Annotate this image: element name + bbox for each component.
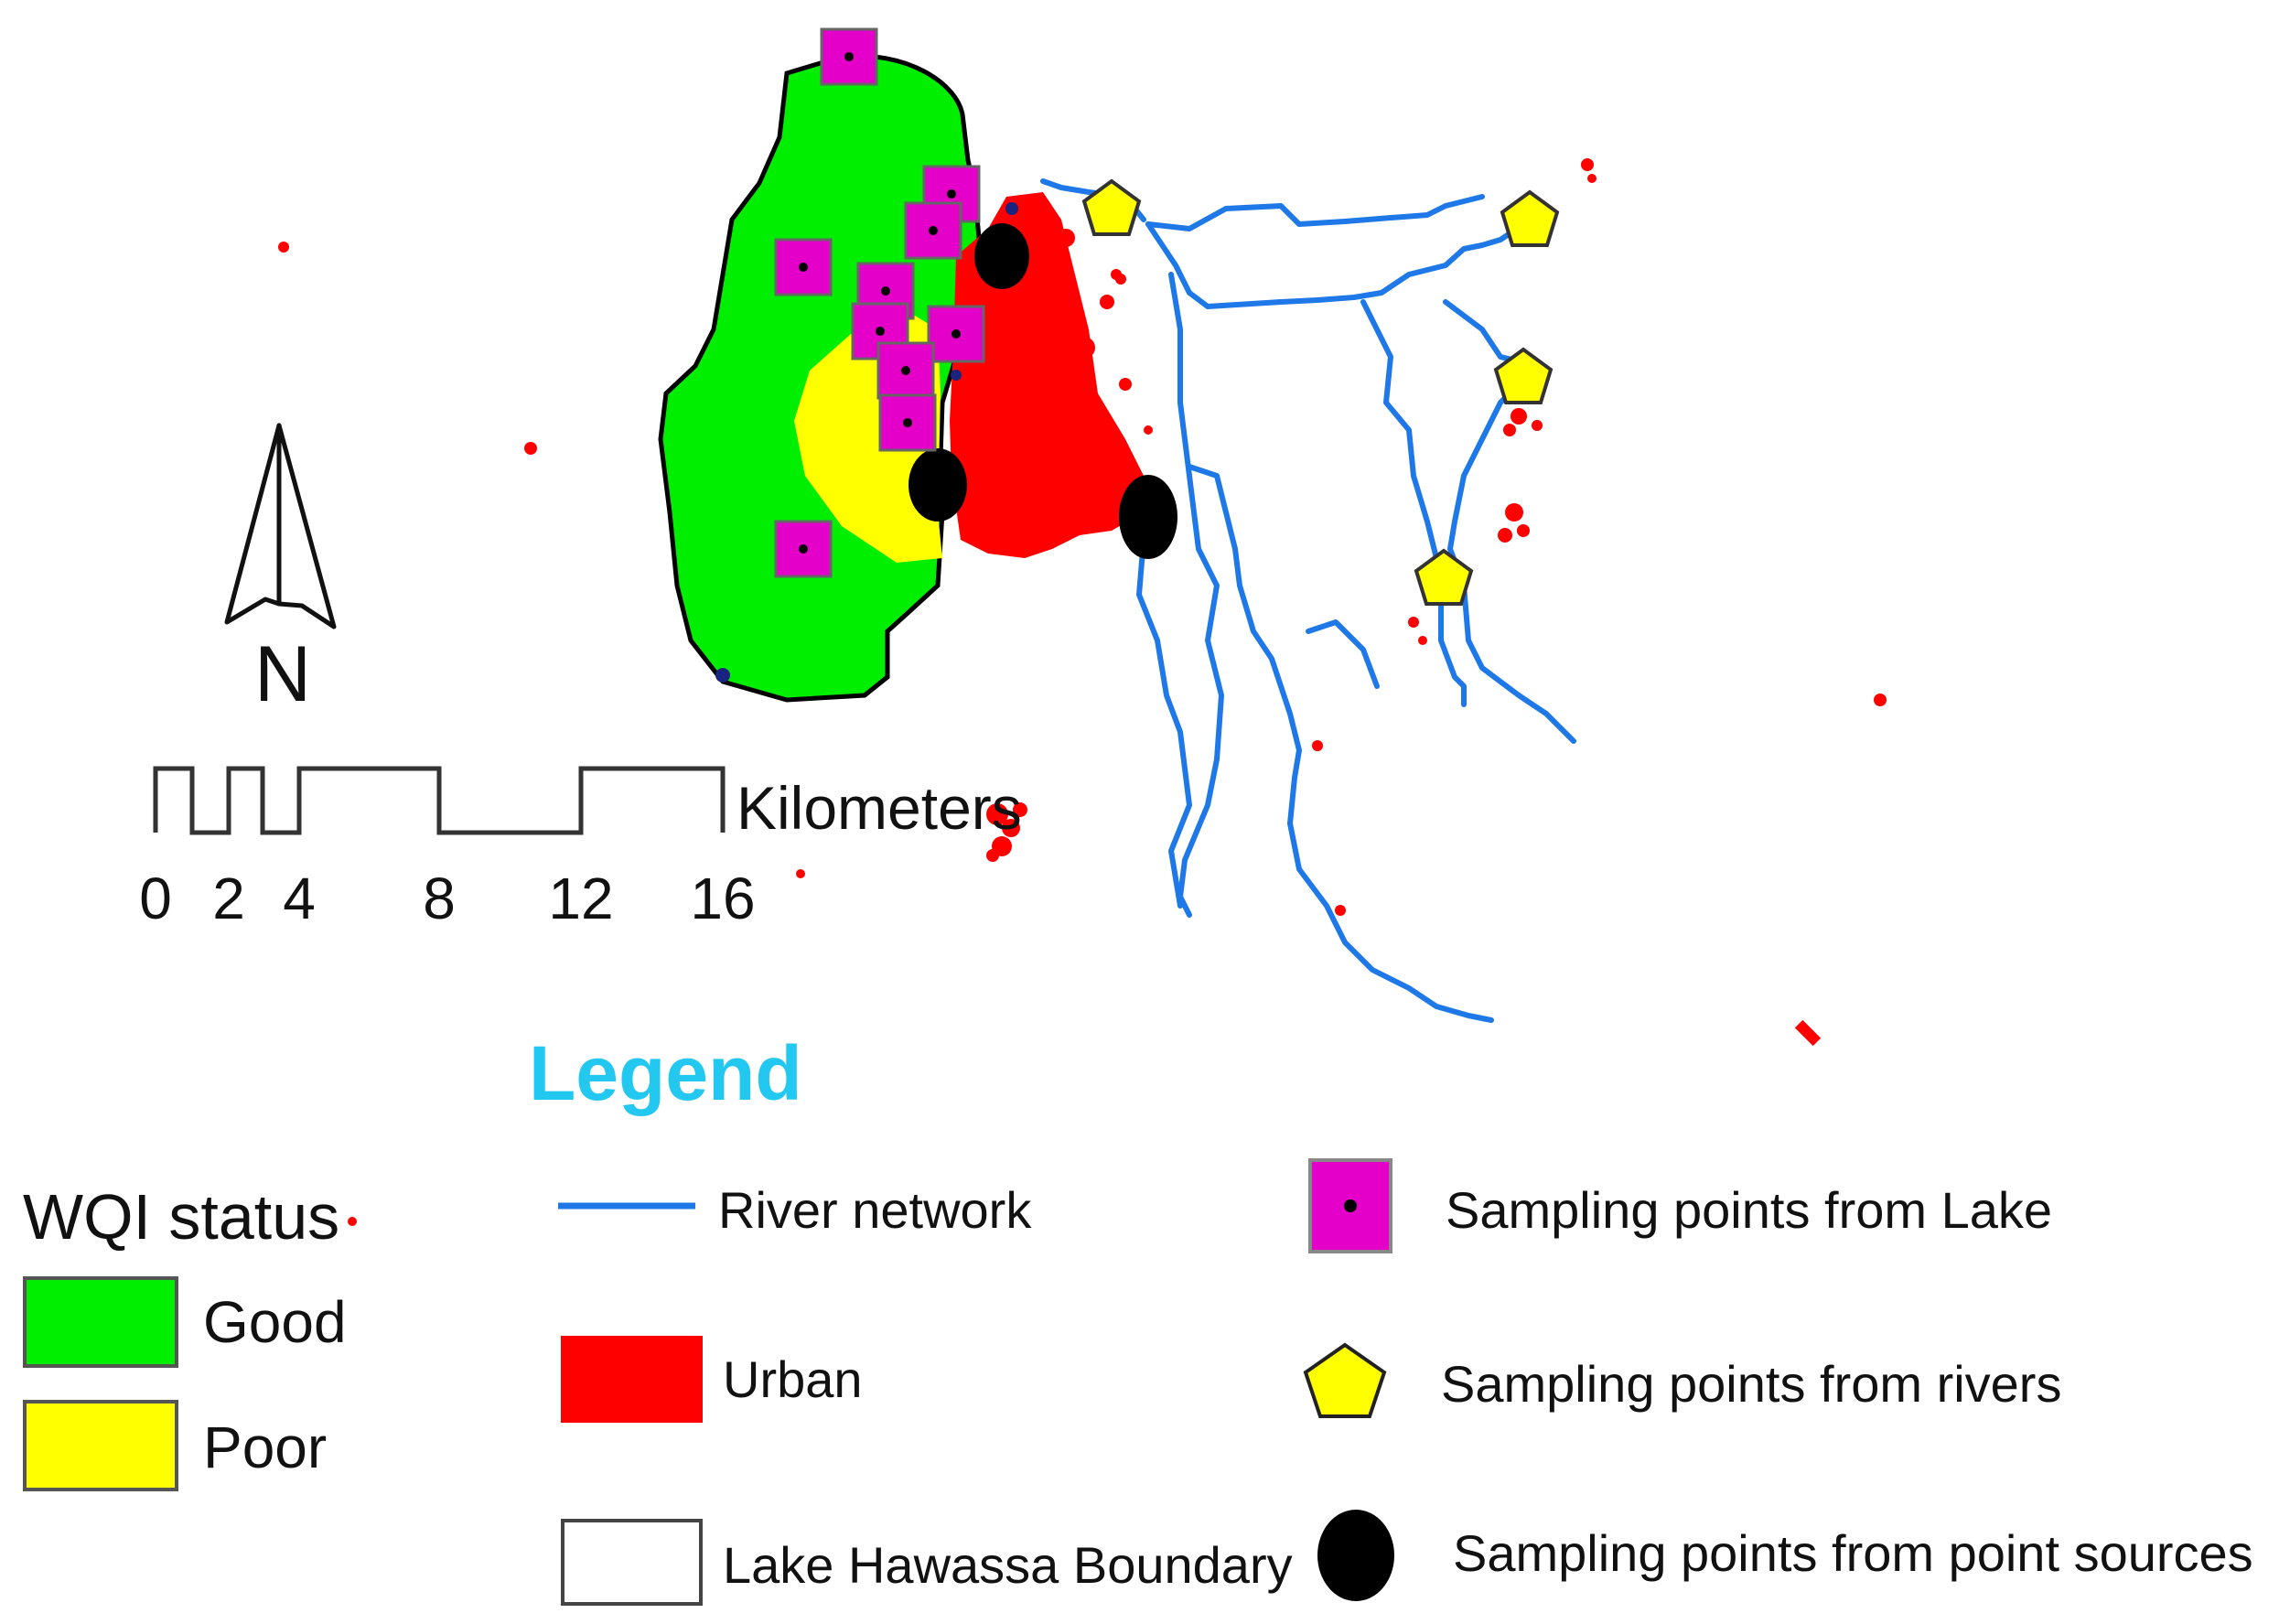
poor-swatch <box>23 1400 178 1491</box>
river-points-label: Sampling points from rivers <box>1441 1355 2062 1413</box>
urban-swatch <box>561 1336 703 1423</box>
good-label: Good <box>203 1289 347 1355</box>
scale-bar-unit: Kilometers <box>736 774 1022 842</box>
scale-tick-16: 16 <box>690 866 756 931</box>
scale-tick-12: 12 <box>548 866 614 931</box>
legend-point-source-icon <box>1317 1510 1394 1601</box>
river-network <box>1040 178 1576 1023</box>
urban-area <box>278 158 1887 1226</box>
point-source-sampling-points <box>908 223 1177 559</box>
lake-boundary-swatch <box>561 1519 703 1606</box>
point-source-points-label: Sampling points from point sources <box>1453 1524 2253 1582</box>
scale-tick-0: 0 <box>139 866 172 931</box>
river-network-label: River network <box>718 1181 1032 1239</box>
point-source-point <box>974 223 1029 289</box>
scale-tick-8: 8 <box>423 866 456 931</box>
scale-tick-2: 2 <box>212 866 245 931</box>
lake-boundary-label: Lake Hawassa Boundary <box>723 1536 1293 1594</box>
legend-title: Legend <box>529 1030 802 1116</box>
river-sampling-points <box>1081 178 1560 606</box>
good-swatch <box>23 1276 178 1368</box>
urban-label: Urban <box>723 1350 863 1408</box>
poor-label: Poor <box>203 1414 328 1480</box>
point-source-point <box>1119 475 1177 559</box>
point-source-point <box>908 448 967 522</box>
scale-bar <box>153 766 726 835</box>
scale-tick-4: 4 <box>283 866 316 931</box>
small-blue-dots <box>715 202 1018 683</box>
legend-river-point-icon <box>1303 1342 1387 1418</box>
north-label: N <box>254 630 312 718</box>
north-arrow-icon <box>224 423 337 629</box>
lake-sampling-points <box>774 27 985 578</box>
wqi-heading: WQI status <box>23 1181 340 1253</box>
legend-lake-point-icon <box>1308 1158 1392 1253</box>
lake-points-label: Sampling points from Lake <box>1446 1181 2053 1239</box>
